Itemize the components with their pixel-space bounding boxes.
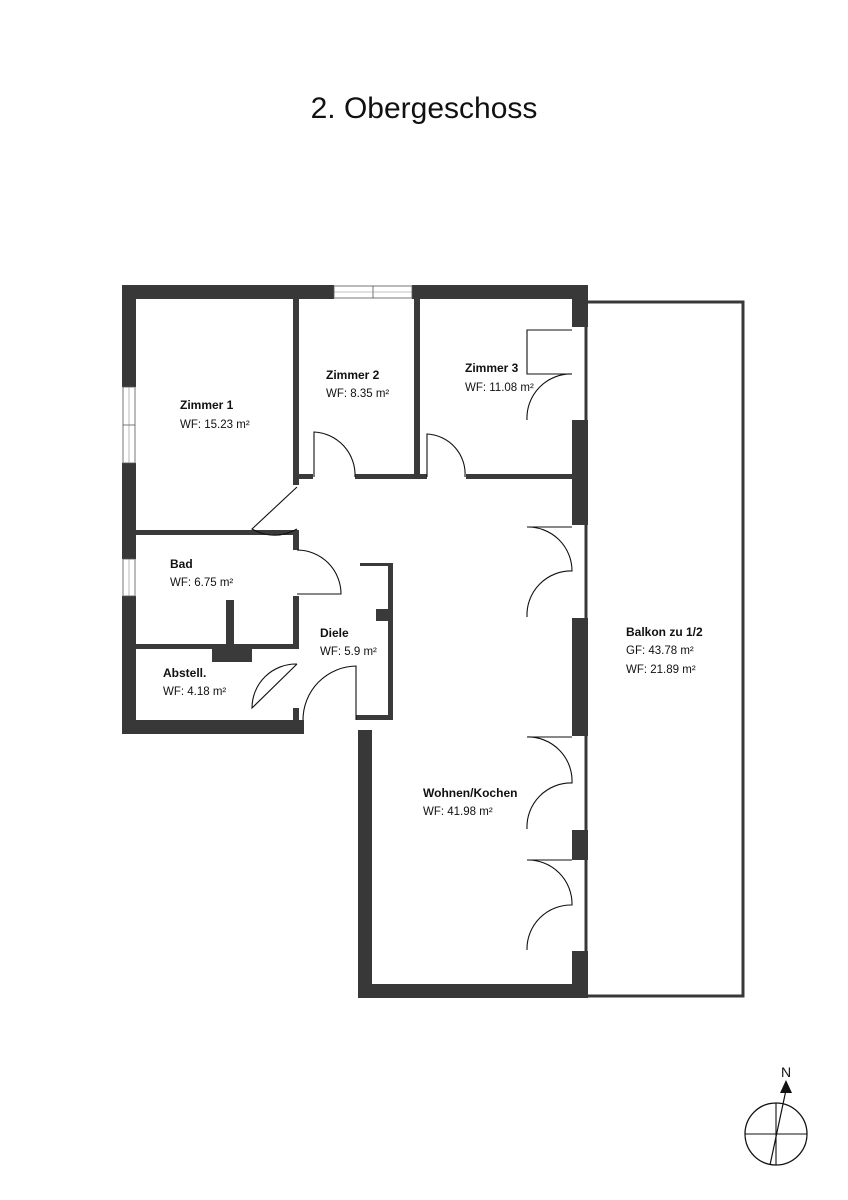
room-area: WF: 21.89 m² xyxy=(626,664,696,676)
room-area: GF: 43.78 m² xyxy=(626,645,694,657)
windows xyxy=(122,285,413,597)
compass-needle-icon xyxy=(769,1089,787,1166)
room-label-bad: Bad WF: 6.75 m² xyxy=(170,557,233,589)
plan-title: 2. Obergeschoss xyxy=(310,92,538,125)
room-area: WF: 15.23 m² xyxy=(180,419,250,431)
room-label-abstell: Abstell. WF: 4.18 m² xyxy=(163,666,226,698)
compass-rose: N xyxy=(744,1064,808,1166)
compass-north-label: N xyxy=(781,1064,791,1080)
outer-walls xyxy=(122,285,588,998)
interior-walls xyxy=(136,299,576,720)
room-area: WF: 4.18 m² xyxy=(163,686,226,698)
room-label-diele: Diele WF: 5.9 m² xyxy=(320,626,377,658)
room-name: Diele xyxy=(320,626,349,640)
north-arrow-icon xyxy=(780,1080,792,1093)
room-label-zimmer-3: Zimmer 3 WF: 11.08 m² xyxy=(465,361,534,394)
doors xyxy=(251,329,573,951)
room-name: Balkon zu 1/2 xyxy=(626,625,703,639)
room-label-wohnen-kochen: Wohnen/Kochen WF: 41.98 m² xyxy=(423,786,517,818)
room-name: Bad xyxy=(170,557,193,571)
room-name: Abstell. xyxy=(163,666,206,680)
room-name: Wohnen/Kochen xyxy=(423,786,517,800)
room-name: Zimmer 3 xyxy=(465,361,519,375)
room-label-balkon: Balkon zu 1/2 GF: 43.78 m² WF: 21.89 m² xyxy=(626,625,703,676)
room-area: WF: 41.98 m² xyxy=(423,806,493,818)
room-label-zimmer-2: Zimmer 2 WF: 8.35 m² xyxy=(326,368,389,400)
room-area: WF: 11.08 m² xyxy=(465,382,534,394)
room-area: WF: 6.75 m² xyxy=(170,577,233,589)
room-label-zimmer-1: Zimmer 1 WF: 15.23 m² xyxy=(180,398,250,431)
room-area: WF: 8.35 m² xyxy=(326,388,389,400)
room-name: Zimmer 1 xyxy=(180,398,234,412)
room-area: WF: 5.9 m² xyxy=(320,646,377,658)
room-name: Zimmer 2 xyxy=(326,368,380,382)
